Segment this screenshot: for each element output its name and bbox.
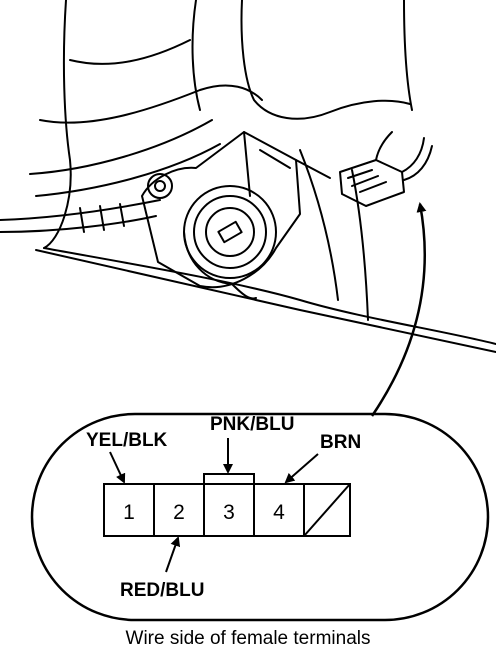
terminal-3-number: 3 bbox=[223, 501, 235, 524]
diagram-caption: Wire side of female terminals bbox=[125, 628, 371, 649]
connector-face bbox=[103, 473, 351, 537]
red-blu-leader bbox=[165, 536, 181, 573]
brn-leader bbox=[284, 453, 319, 484]
wire-label-terminal-4: BRN bbox=[320, 432, 361, 453]
terminal-2-cell bbox=[153, 483, 205, 537]
terminal-1-cell bbox=[103, 483, 155, 537]
connector-callout-frame bbox=[30, 412, 490, 622]
blank-terminal-hatch bbox=[303, 483, 351, 537]
terminal-1-number: 1 bbox=[123, 501, 135, 524]
terminal-2-number: 2 bbox=[173, 501, 185, 524]
wire-label-terminal-3: PNK/BLU bbox=[210, 414, 294, 435]
wire-label-terminal-2: RED/BLU bbox=[120, 580, 204, 601]
terminal-4-number: 4 bbox=[273, 501, 285, 524]
ignition-switch-illustration bbox=[0, 0, 496, 353]
wire-label-terminal-1: YEL/BLK bbox=[86, 430, 168, 451]
callout-arrow bbox=[370, 202, 427, 417]
yel-blk-leader bbox=[109, 451, 126, 484]
terminal-3-cell bbox=[203, 483, 255, 537]
terminal-4-cell bbox=[253, 483, 305, 537]
